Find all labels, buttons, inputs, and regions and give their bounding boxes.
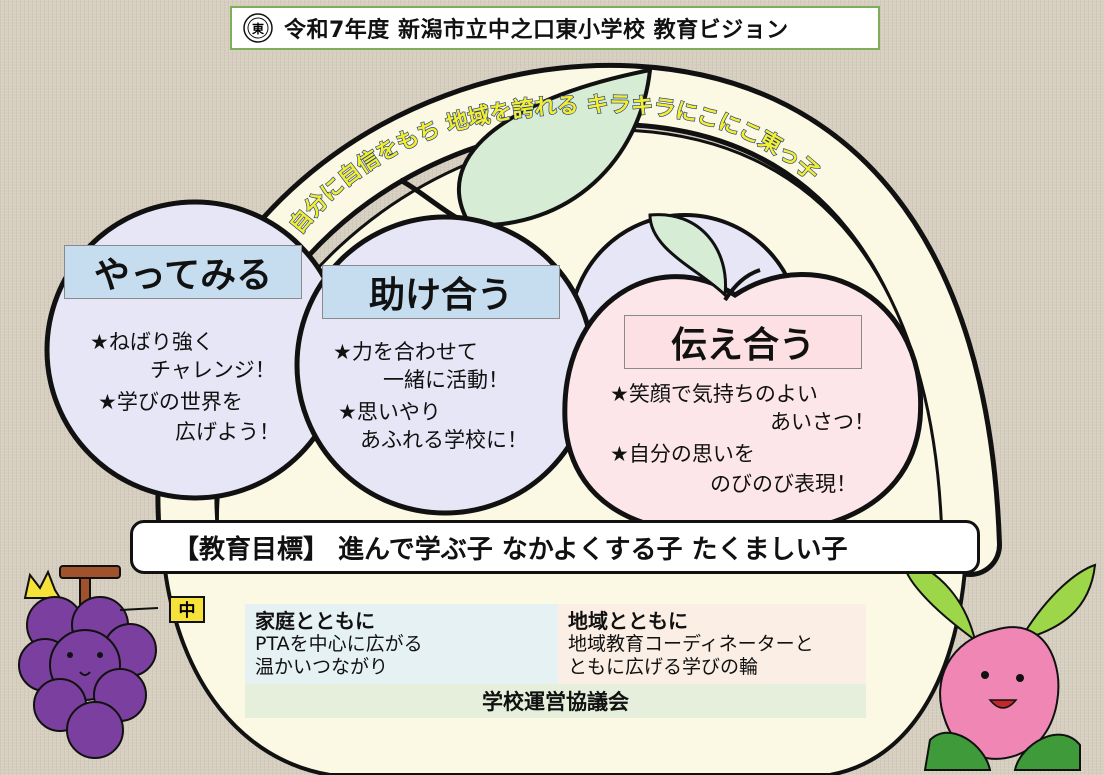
label-tsutaeau: 伝え合う <box>624 315 862 369</box>
tasukeau-line-4: あふれる学校に！ <box>360 428 528 452</box>
school-council: 学校運営協議会 <box>245 684 866 718</box>
school-seal-icon: 東 <box>243 13 273 43</box>
peach-small-leaf <box>648 213 728 299</box>
school-seal-char: 東 <box>252 21 264 36</box>
tsutaeau-line-2: あいさつ！ <box>770 410 875 434</box>
label-tasukeau: 助け合う <box>322 265 560 319</box>
page-title: 令和7年度 新潟市立中之口東小学校 教育ビジョン <box>284 18 789 43</box>
home-heading: 家庭とともに <box>255 609 375 633</box>
yattemiru-line-4: 広げよう！ <box>175 420 280 444</box>
home-line-1: PTAを中心に広がる <box>255 633 423 655</box>
yattemiru-line-1: ★ねばり強く <box>90 330 214 354</box>
education-goals-banner: 【教育目標】 進んで学ぶ子 なかよくする子 たくましい子 <box>130 520 980 574</box>
tasukeau-line-1: ★力を合わせて <box>333 340 478 364</box>
home-line-2: 温かいつながり <box>255 656 389 678</box>
tsutaeau-line-3: ★自分の思いを <box>610 442 755 466</box>
community-line-1: 地域教育コーディネーターと <box>568 633 814 655</box>
tasukeau-line-3: ★思いやり <box>338 400 441 424</box>
tasukeau-line-2: 一緒に活動！ <box>383 368 509 392</box>
tsutaeau-line-1: ★笑顔で気持ちのよい <box>610 382 818 406</box>
label-yattemiru: やってみる <box>64 245 302 299</box>
peach-mascot <box>903 558 1097 771</box>
panel-community: 地域とともに 地域教育コーディネーターと ともに広げる学びの輪 <box>558 604 866 684</box>
community-line-2: ともに広げる学びの輪 <box>568 656 759 678</box>
grape-mascot: 中 <box>18 565 205 759</box>
yattemiru-line-2: チャレンジ！ <box>150 358 276 382</box>
grape-mascot-badge: 中 <box>179 600 196 621</box>
title-bar: 東 令和7年度 新潟市立中之口東小学校 教育ビジョン <box>230 6 880 50</box>
yattemiru-line-3: ★学びの世界を <box>98 390 243 414</box>
big-leaf <box>457 67 653 228</box>
peach-stem <box>723 268 761 302</box>
panel-home: 家庭とともに PTAを中心に広がる 温かいつながり <box>245 604 558 684</box>
tsutaeau-line-4: のびのび表現！ <box>710 472 857 496</box>
community-heading: 地域とともに <box>568 609 688 633</box>
